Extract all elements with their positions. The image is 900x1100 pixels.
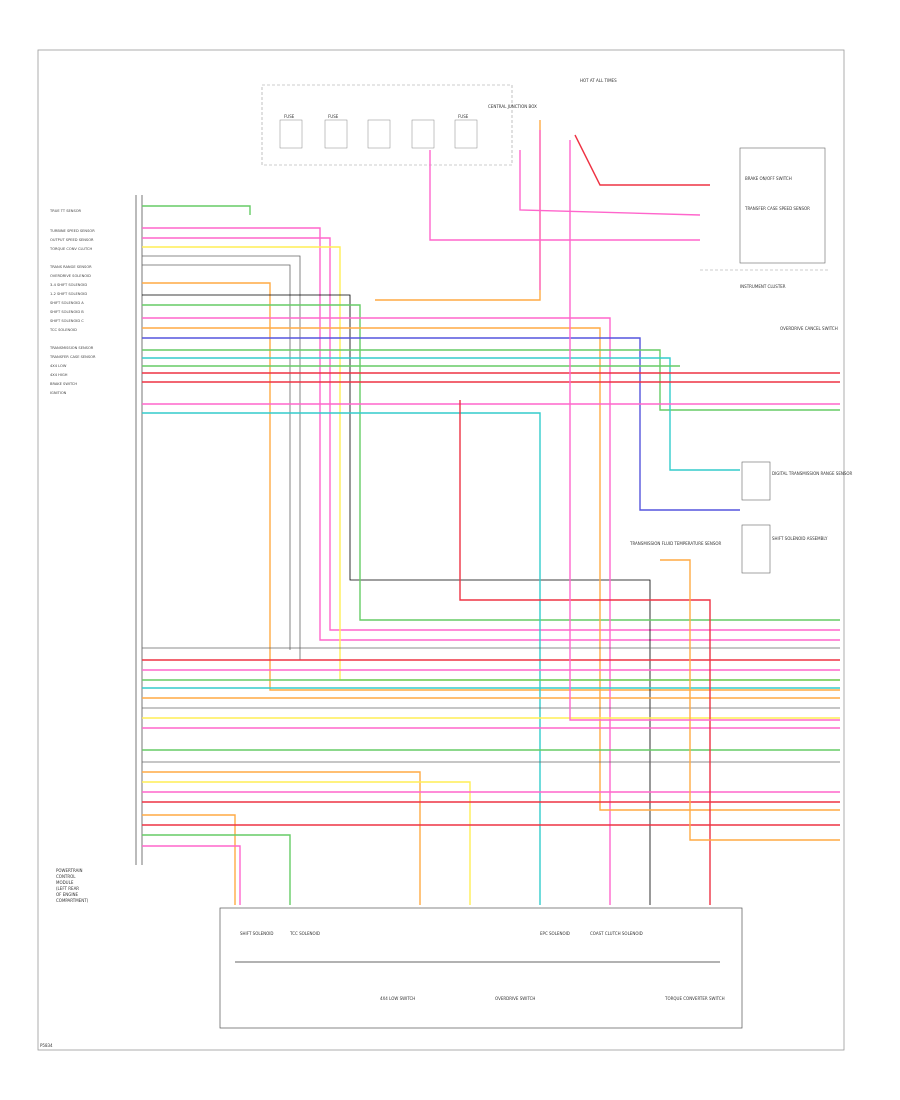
pin-label: TRANSFER CASE SENSOR bbox=[49, 355, 96, 359]
pin-label: SHIFT SOLENOID A bbox=[50, 301, 84, 305]
central-junction-box: HOT AT ALL TIMES FUSE FUSE CENTRAL JUNCT… bbox=[261, 78, 617, 166]
wire-orange bbox=[142, 814, 236, 905]
pcm-label-line: OF ENGINE bbox=[56, 892, 79, 897]
top-label: HOT AT ALL TIMES bbox=[580, 78, 617, 83]
wire-pink bbox=[429, 150, 700, 241]
right-label: DIGITAL TRANSMISSION RANGE SENSOR bbox=[772, 471, 853, 476]
wire-red bbox=[459, 400, 711, 905]
wire-orange bbox=[660, 559, 840, 841]
wire-yellow bbox=[142, 246, 840, 681]
wire-cyan bbox=[142, 412, 541, 905]
pcm-label-line: CONTROL bbox=[56, 874, 76, 879]
pin-label: TORQUE CONV CLUTCH bbox=[49, 247, 92, 251]
wire-green bbox=[142, 205, 251, 215]
wire-pink bbox=[142, 845, 241, 905]
right-label: SHIFT SOLENOID ASSEMBLY bbox=[772, 536, 828, 541]
pcm-label-line: MODULE bbox=[56, 880, 74, 885]
pin-label: TURBINE SPEED SENSOR bbox=[49, 229, 95, 233]
wire-pink bbox=[519, 150, 701, 216]
pin-label: OUTPUT SPEED SENSOR bbox=[50, 238, 94, 242]
left-pin-labels: TRUE TT SENSOR TURBINE SPEED SENSOR OUTP… bbox=[49, 209, 96, 395]
box-label: TORQUE CONVERTER SWITCH bbox=[664, 996, 725, 1001]
wire-cyan bbox=[142, 357, 740, 471]
wire-pink bbox=[142, 227, 840, 641]
wire-yellow bbox=[142, 781, 471, 905]
top-label: FUSE bbox=[328, 114, 339, 119]
wire-pink bbox=[142, 317, 611, 905]
right-label: OVERDRIVE CANCEL SWITCH bbox=[780, 326, 838, 331]
pin-label: TRUE TT SENSOR bbox=[49, 209, 82, 213]
pcm-label-line: COMPARTMENT) bbox=[56, 898, 89, 903]
wire-gray bbox=[142, 255, 301, 660]
right-label: BRAKE ON/OFF SWITCH bbox=[745, 176, 792, 181]
top-label: FUSE bbox=[284, 114, 295, 119]
wire-green bbox=[142, 834, 291, 905]
pin-label: 4X4 LOW bbox=[50, 364, 67, 368]
pin-label: BRAKE SWITCH bbox=[50, 382, 77, 386]
wire-pink bbox=[569, 140, 840, 721]
pin-label: 1-2 SHIFT SOLENOID bbox=[50, 292, 87, 296]
pcm-label: POWERTRAIN CONTROL MODULE (LEFT REAR OF … bbox=[56, 868, 89, 903]
pin-label: 3-4 SHIFT SOLENOID bbox=[50, 283, 87, 287]
pin-label: TRANS RANGE SENSOR bbox=[49, 265, 92, 269]
diagram-frame bbox=[37, 49, 845, 1051]
wire-gray bbox=[142, 264, 291, 650]
pin-label: 4X4 HIGH bbox=[50, 373, 68, 377]
wire-green bbox=[142, 349, 840, 411]
wire-orange bbox=[142, 327, 840, 811]
transmission-box: SHIFT SOLENOID TCC SOLENOID EPC SOLENOID… bbox=[219, 907, 743, 1029]
wire-red bbox=[574, 134, 710, 186]
wire-green bbox=[142, 304, 840, 621]
wire-pink bbox=[142, 237, 840, 631]
box-label: 4X4 LOW SWITCH bbox=[380, 996, 415, 1001]
box-label: OVERDRIVE SWITCH bbox=[495, 996, 535, 1001]
pin-label: SHIFT SOLENOID B bbox=[50, 310, 84, 314]
right-label: INSTRUMENT CLUSTER bbox=[740, 284, 786, 289]
top-label: FUSE bbox=[458, 114, 469, 119]
top-label: CENTRAL JUNCTION BOX bbox=[488, 104, 537, 109]
box-label: TCC SOLENOID bbox=[289, 931, 320, 936]
pin-label: OVERDRIVE SOLENOID bbox=[50, 274, 91, 278]
pin-label: TCC SOLENOID bbox=[49, 328, 77, 332]
pcm-label-line: POWERTRAIN bbox=[56, 868, 83, 873]
right-label: TRANSMISSION FLUID TEMPERATURE SENSOR bbox=[629, 541, 722, 546]
wire-orange bbox=[142, 771, 421, 905]
wire-blue bbox=[142, 337, 740, 511]
right-label: TRANSFER CASE SPEED SENSOR bbox=[744, 206, 810, 211]
wire-orange bbox=[375, 120, 541, 301]
right-components: BRAKE ON/OFF SWITCH DIGITAL TRANSMISSION… bbox=[629, 147, 853, 574]
box-label: COAST CLUTCH SOLENOID bbox=[590, 931, 643, 936]
wire-orange bbox=[142, 282, 840, 691]
pin-label: SHIFT SOLENOID C bbox=[50, 319, 84, 323]
pcm-label-line: (LEFT REAR bbox=[56, 886, 79, 891]
pcm-connector bbox=[135, 195, 143, 865]
pin-label: TRANSMISSION SENSOR bbox=[49, 346, 94, 350]
wires bbox=[142, 120, 840, 905]
box-label: SHIFT SOLENOID bbox=[240, 931, 274, 936]
pin-label: IGNITION bbox=[50, 391, 67, 395]
box-label: EPC SOLENOID bbox=[540, 931, 570, 936]
footer-code: P5834 bbox=[40, 1043, 53, 1048]
